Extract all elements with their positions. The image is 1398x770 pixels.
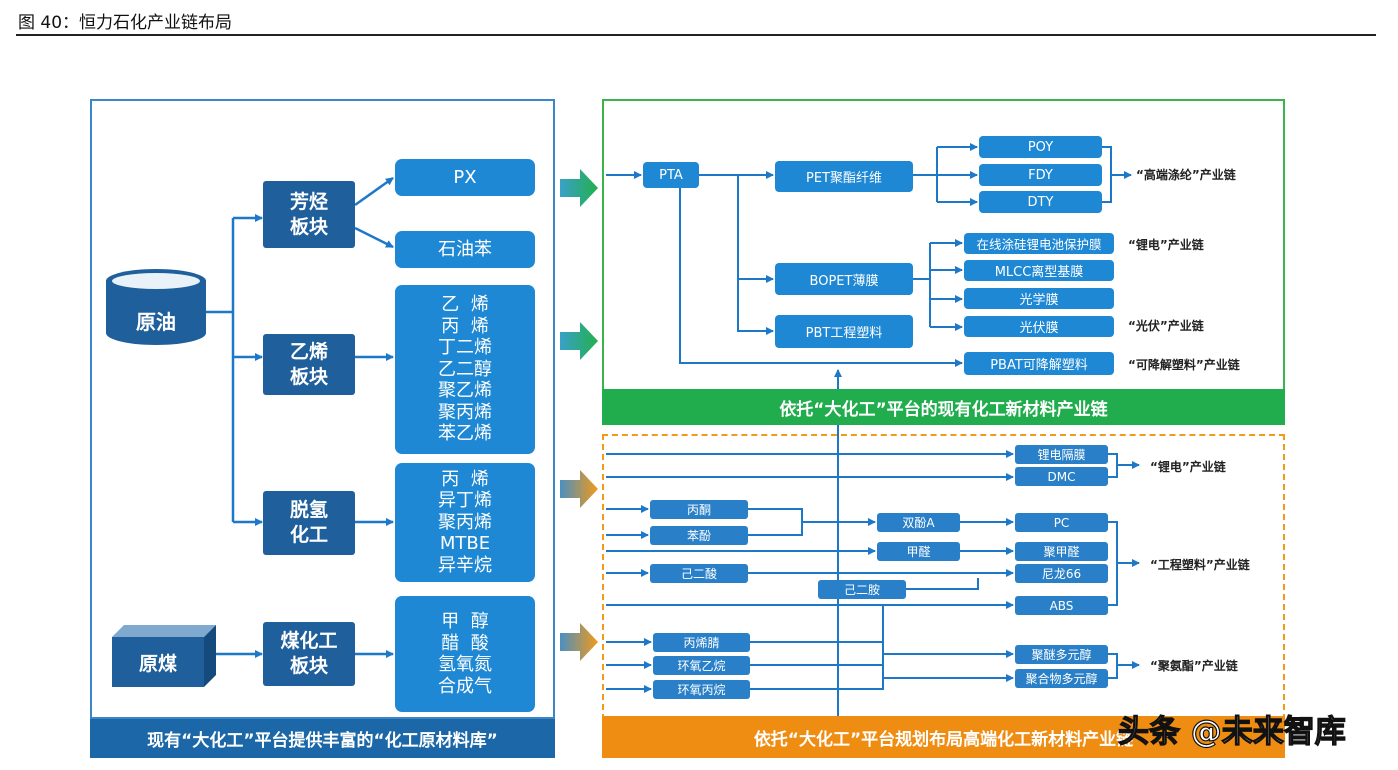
propylene-oxide-node: 环氧丙烷: [653, 680, 750, 699]
film-lithium-node: 在线涂硅锂电池保护膜: [964, 233, 1114, 254]
figure-caption: 图 40：恒力石化产业链布局: [18, 13, 233, 33]
ethylene-oxide-node: 环氧乙烷: [653, 656, 750, 675]
left-panel: [90, 99, 555, 719]
dehydrogenation-block: 脱氢 化工: [263, 491, 355, 555]
list-item: 异丁烯: [438, 490, 492, 512]
list-item: MTBE: [439, 533, 491, 555]
crude-oil-label: 原油: [136, 309, 176, 334]
separator-node: 锂电隔膜: [1015, 445, 1108, 464]
list-item: 聚乙烯: [438, 380, 492, 402]
benzene-label: 石油苯: [438, 238, 492, 260]
film-pv-node: 光伏膜: [964, 316, 1114, 337]
list-item: 丁二烯: [438, 337, 492, 359]
list-item: 醋 酸: [441, 632, 489, 654]
caption-divider: [16, 34, 1376, 36]
coal-products: 甲 醇 醋 酸 氢氧氮 合成气: [395, 596, 535, 712]
chain-high-end-polyester: “高端涤纶”产业链: [1136, 168, 1236, 182]
pc-node: PC: [1015, 513, 1108, 532]
list-item: 异辛烷: [438, 554, 492, 576]
poy-node: POY: [979, 136, 1102, 158]
list-item: 合成气: [438, 675, 492, 697]
pta-node: PTA: [643, 162, 699, 188]
polyether-polyol-node: 聚醚多元醇: [1015, 645, 1108, 664]
chain-degradable: “可降解塑料”产业链: [1128, 358, 1240, 372]
bottom-right-footer-bar: 依托“大化工”平台规划布局高端化工新材料产业链: [602, 716, 1285, 758]
benzene-product: 石油苯: [395, 231, 535, 268]
dmc-node: DMC: [1015, 467, 1108, 486]
dehydro-products: 丙 烯 异丁烯 聚丙烯 MTBE 异辛烷: [395, 463, 535, 582]
px-product: PX: [395, 159, 535, 196]
list-item: 聚丙烯: [438, 401, 492, 423]
ethylene-block: 乙烯 板块: [263, 334, 355, 395]
ethylene-products: 乙 烯 丙 烯 丁二烯 乙二醇 聚乙烯 聚丙烯 苯乙烯: [395, 285, 535, 454]
bopet-node: BOPET薄膜: [775, 263, 913, 295]
pet-fiber-node: PET聚酯纤维: [775, 161, 913, 192]
acetone-node: 丙酮: [650, 500, 748, 519]
chain-polyurethane: “聚氨酯”产业链: [1150, 659, 1238, 673]
list-item: 丙 烯: [441, 468, 489, 490]
coal-cube: [112, 625, 216, 687]
film-optical-node: 光学膜: [964, 288, 1114, 309]
film-mlcc-node: MLCC离型基膜: [964, 260, 1114, 281]
chain-lithium-bottom: “锂电”产业链: [1150, 460, 1226, 474]
chain-lithium-top: “锂电”产业链: [1128, 238, 1204, 252]
pom-node: 聚甲醛: [1015, 542, 1108, 561]
pbt-node: PBT工程塑料: [775, 315, 913, 348]
list-item: 氢氧氮: [438, 654, 492, 675]
watermark: 头条 @未来智库: [1117, 713, 1346, 750]
crude-oil-cylinder: [106, 269, 206, 345]
bpa-node: 双酚A: [877, 513, 960, 532]
pa66-node: 尼龙66: [1015, 564, 1108, 583]
abs-node: ABS: [1015, 596, 1108, 615]
aromatics-block: 芳烃 板块: [263, 181, 355, 248]
coal-label: 原煤: [138, 652, 177, 675]
left-footer-bar: 现有“大化工”平台提供丰富的“化工原材料库”: [90, 719, 555, 758]
list-item: 甲 醇: [441, 611, 489, 632]
polymer-polyol-node: 聚合物多元醇: [1015, 669, 1108, 688]
chain-pv: “光伏”产业链: [1128, 319, 1204, 333]
phenol-node: 苯酚: [650, 526, 748, 545]
fdy-node: FDY: [979, 164, 1102, 186]
list-item: 乙 烯: [441, 294, 489, 316]
coal-chemical-block: 煤化工 板块: [263, 622, 355, 686]
list-item: 聚丙烯: [438, 511, 492, 533]
top-right-footer-bar: 依托“大化工”平台的现有化工新材料产业链: [602, 389, 1285, 425]
list-item: 丙 烯: [441, 315, 489, 337]
list-item: 乙二醇: [438, 358, 492, 380]
chain-engineering-plastics: “工程塑料”产业链: [1150, 558, 1250, 572]
px-label: PX: [453, 166, 477, 188]
list-item: 苯乙烯: [438, 423, 492, 445]
dty-node: DTY: [979, 191, 1102, 213]
adipic-acid-node: 己二酸: [650, 564, 748, 583]
formaldehyde-node: 甲醛: [877, 542, 960, 561]
hexamethylenediamine-node: 己二胺: [818, 580, 906, 599]
pbat-node: PBAT可降解塑料: [964, 352, 1114, 375]
acrylonitrile-node: 丙烯腈: [653, 633, 750, 652]
